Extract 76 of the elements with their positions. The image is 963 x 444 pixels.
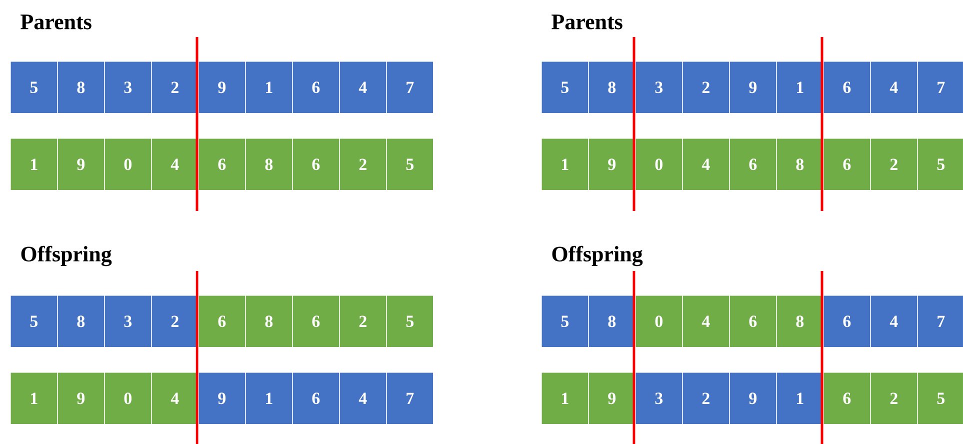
gene-cell: 5: [386, 138, 434, 191]
section-heading: Offspring: [552, 246, 643, 266]
gene-cell: 2: [339, 138, 387, 191]
gene-cell: 6: [823, 372, 871, 425]
gene-cell: 8: [588, 61, 636, 114]
gene-cell: 7: [386, 372, 434, 425]
gene-cell: 4: [339, 61, 387, 114]
gene-cell: 5: [386, 295, 434, 348]
section-heading: Parents: [552, 14, 622, 30]
gene-cell: 1: [10, 372, 58, 425]
gene-cell: 9: [198, 372, 246, 425]
gene-cell: 6: [823, 138, 871, 191]
gene-cell: 9: [729, 372, 777, 425]
gene-cell: 3: [104, 295, 152, 348]
gene-cell: 8: [245, 138, 293, 191]
gene-cell: 0: [104, 372, 152, 425]
gene-cell: 6: [823, 295, 871, 348]
gene-cell: 4: [870, 61, 918, 114]
gene-cell: 3: [104, 61, 152, 114]
gene-cell: 7: [917, 61, 963, 114]
gene-cell: 5: [917, 138, 963, 191]
gene-cell: 6: [292, 138, 340, 191]
gene-cell: 4: [682, 295, 730, 348]
gene-cell: 8: [57, 295, 105, 348]
gene-cell: 2: [151, 61, 199, 114]
gene-cell: 1: [10, 138, 58, 191]
gene-cell: 8: [245, 295, 293, 348]
gene-cell: 6: [823, 61, 871, 114]
gene-cell: 0: [635, 138, 683, 191]
gene-cell: 3: [635, 61, 683, 114]
gene-cell: 5: [541, 295, 589, 348]
gene-cell: 6: [292, 61, 340, 114]
section-heading: Offspring: [21, 246, 112, 266]
gene-cell: 9: [588, 138, 636, 191]
gene-cell: 5: [917, 372, 963, 425]
gene-cell: 6: [729, 138, 777, 191]
gene-cell: 3: [635, 372, 683, 425]
gene-cell: 6: [198, 138, 246, 191]
gene-cell: 2: [870, 372, 918, 425]
gene-cell: 1: [541, 372, 589, 425]
gene-cell: 8: [588, 295, 636, 348]
gene-cell: 2: [339, 295, 387, 348]
gene-cell: 9: [588, 372, 636, 425]
gene-cell: 6: [729, 295, 777, 348]
gene-cell: 5: [10, 61, 58, 114]
gene-cell: 4: [151, 138, 199, 191]
gene-cell: 2: [682, 61, 730, 114]
gene-cell: 7: [386, 61, 434, 114]
gene-cell: 9: [729, 61, 777, 114]
gene-cell: 1: [245, 372, 293, 425]
gene-cell: 2: [151, 295, 199, 348]
gene-cell: 9: [198, 61, 246, 114]
gene-cell: 8: [776, 295, 824, 348]
gene-cell: 2: [682, 372, 730, 425]
gene-cell: 8: [776, 138, 824, 191]
gene-cell: 4: [339, 372, 387, 425]
gene-cell: 5: [541, 61, 589, 114]
gene-cell: 4: [151, 372, 199, 425]
gene-cell: 6: [292, 372, 340, 425]
gene-cell: 5: [10, 295, 58, 348]
gene-cell: 1: [776, 61, 824, 114]
gene-cell: 6: [292, 295, 340, 348]
section-heading: Parents: [20, 14, 92, 30]
gene-cell: 6: [198, 295, 246, 348]
gene-cell: 8: [57, 61, 105, 114]
gene-cell: 0: [635, 295, 683, 348]
gene-cell: 1: [541, 138, 589, 191]
gene-cell: 9: [57, 372, 105, 425]
gene-cell: 1: [245, 61, 293, 114]
gene-cell: 4: [870, 295, 918, 348]
gene-cell: 2: [870, 138, 918, 191]
gene-cell: 0: [104, 138, 152, 191]
gene-cell: 1: [776, 372, 824, 425]
gene-cell: 9: [57, 138, 105, 191]
gene-cell: 4: [682, 138, 730, 191]
gene-cell: 7: [917, 295, 963, 348]
